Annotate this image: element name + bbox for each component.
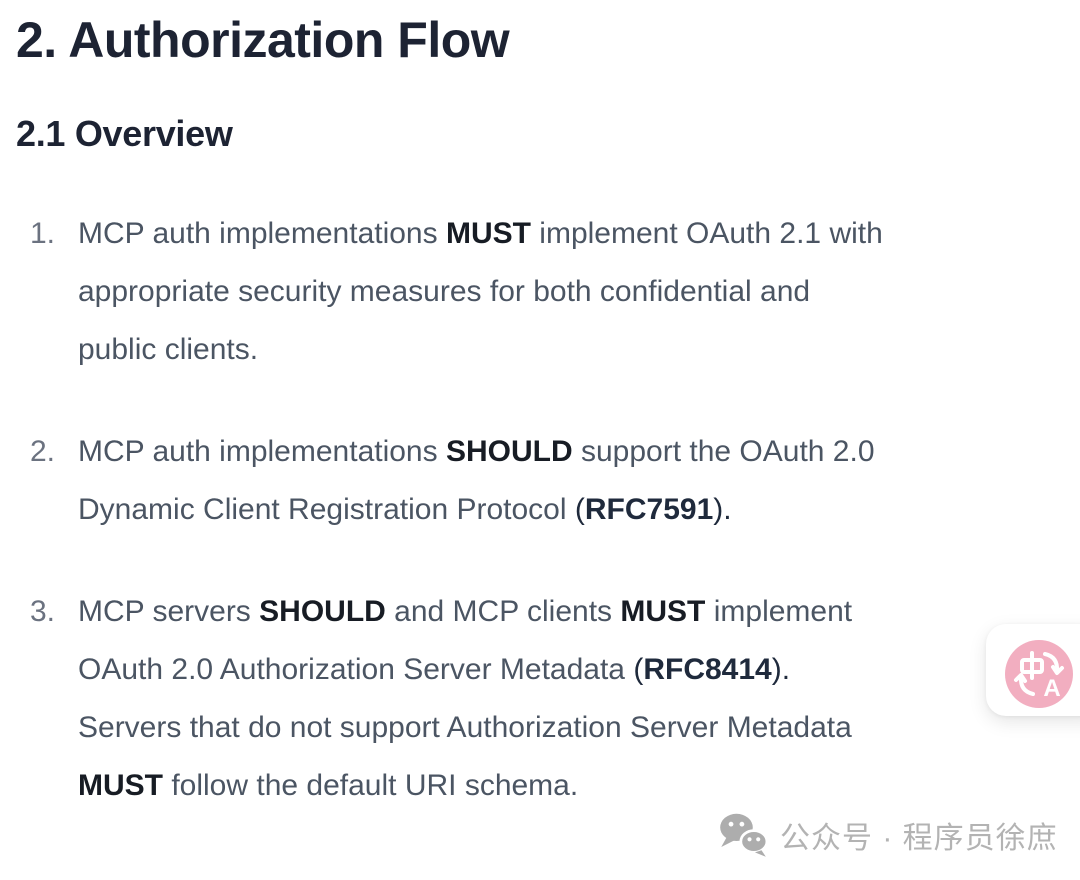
list-item-text: MCP servers SHOULD and MCP clients MUST … — [78, 583, 893, 815]
rfc-reference: RFC7591 — [584, 492, 714, 526]
list-item-text: MCP auth implementations SHOULD support … — [78, 423, 893, 539]
list-item: 2. MCP auth implementations SHOULD suppor… — [30, 423, 1080, 539]
list-item: 3. MCP servers SHOULD and MCP clients MUS… — [30, 583, 1080, 815]
watermark: 公众号 · 程序员徐庶 — [718, 812, 1058, 858]
rfc-reference: ( — [633, 652, 644, 686]
text-segment: SHOULD — [259, 594, 386, 628]
text-segment: SHOULD — [445, 434, 573, 468]
text-segment: MCP auth implementations — [78, 216, 446, 250]
text-segment: MCP auth implementations — [78, 434, 446, 468]
text-segment: Servers that do not support Authorizatio… — [78, 710, 852, 744]
page-title: 2. Authorization Flow — [16, 12, 510, 68]
text-segment: and MCP clients — [385, 594, 621, 628]
list-item-number: 2. — [30, 434, 56, 468]
text-segment: follow the default URI schema. — [163, 768, 579, 802]
rfc-reference: ( — [574, 492, 585, 526]
text-segment: MUST — [445, 216, 531, 250]
rfc-reference: ). — [713, 492, 732, 526]
section-title: 2.1 Overview — [16, 112, 233, 154]
text-segment: MUST — [620, 594, 706, 628]
list-item-number: 3. — [30, 594, 56, 628]
list-item-text: MCP auth implementations MUST implement … — [78, 205, 893, 379]
overview-list: 1. MCP auth implementations MUST implemen… — [30, 205, 1080, 815]
wechat-icon — [718, 812, 768, 858]
rfc-reference: ). — [771, 652, 791, 686]
text-segment: MCP servers — [78, 594, 260, 628]
list-item: 1. MCP auth implementations MUST implemen… — [30, 205, 1080, 379]
text-segment: implement OAuth 2.1 with appropriate sec… — [78, 216, 883, 366]
text-segment: implement OAuth 2.0 Authorization Server… — [78, 594, 853, 686]
translate-latin-glyph: A — [1043, 675, 1060, 702]
document-page: 2. Authorization Flow 2.1 Overview 1. MCP… — [0, 12, 1080, 857]
text-segment: MUST — [78, 768, 163, 802]
list-item-number: 1. — [30, 216, 56, 250]
rfc-reference: RFC8414 — [643, 652, 772, 686]
text-segment: support the OAuth 2.0 Dynamic Client Reg… — [78, 434, 875, 526]
translate-button[interactable]: A — [986, 624, 1080, 716]
watermark-text: 公众号 · 程序员徐庶 — [780, 822, 1058, 855]
translate-icon: A — [1005, 640, 1073, 708]
